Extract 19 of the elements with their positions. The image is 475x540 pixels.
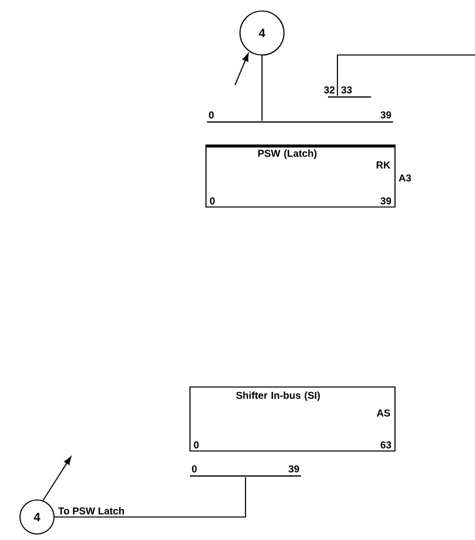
connector-line — [42, 456, 72, 501]
connector-line — [261, 56, 263, 121]
bit-number: 39 — [380, 111, 392, 118]
register-label: A3 — [398, 174, 411, 182]
connector-line — [336, 54, 475, 96]
register-box: Shifter In-bus (SI) AS 0 63 — [189, 386, 396, 452]
node-label: 39 — [380, 197, 392, 204]
node-label: RK — [376, 162, 390, 168]
bit-number: 0 — [192, 465, 197, 472]
bit-number: 39 — [288, 465, 300, 472]
edge-label: To PSW Latch — [57, 506, 126, 516]
node-label: 0 — [210, 197, 215, 204]
connector-line — [234, 53, 249, 86]
bit-number: 33 — [341, 86, 352, 94]
node-label: PSW (Latch) — [258, 150, 317, 159]
bit-number: 32 — [324, 86, 335, 94]
register-box: PSW (Latch) RK 0 39 — [205, 144, 396, 208]
bit-number: 0 — [208, 111, 214, 118]
connector-line — [54, 477, 246, 518]
